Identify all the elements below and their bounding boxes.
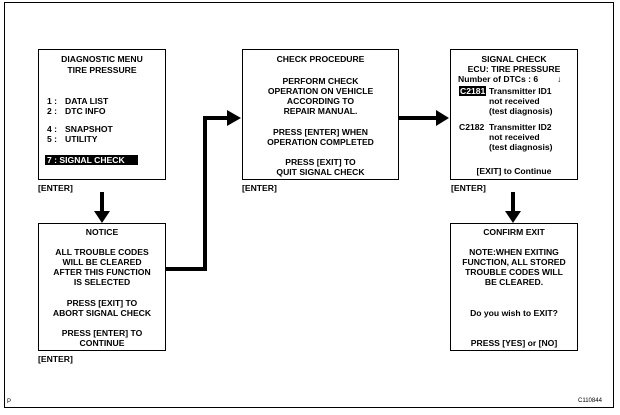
menu-item-num-1: 1 :: [47, 96, 58, 106]
signal-check-title: SIGNAL CHECK: [481, 54, 547, 64]
dtc-1-desc-2: not received: [489, 96, 540, 106]
menu-item-utility[interactable]: UTILITY: [65, 134, 98, 144]
enter-key-label-2: [ENTER]: [242, 183, 277, 193]
notice-line-7: PRESS [ENTER] TO: [61, 328, 143, 338]
signal-check-ecu: ECU: TIRE PRESSURE: [467, 64, 561, 74]
notice-line-1: ALL TROUBLE CODES: [55, 247, 149, 257]
arrow-notice-to-procedure: [166, 116, 228, 271]
menu-item-data-list[interactable]: DATA LIST: [65, 96, 109, 106]
confirm-exit-screen: [450, 223, 578, 351]
procedure-line-7: PRESS [EXIT] TO: [285, 157, 356, 167]
scroll-down-arrow-icon[interactable]: ↓: [557, 74, 562, 84]
menu-item-dtc-info[interactable]: DTC INFO: [65, 106, 106, 116]
menu-item-snapshot[interactable]: SNAPSHOT: [65, 124, 113, 134]
menu-item-num-2: 2 :: [47, 106, 58, 116]
procedure-title: CHECK PROCEDURE: [276, 54, 365, 64]
confirm-line-1: NOTE:WHEN EXITING: [469, 247, 559, 257]
dtc-2-desc-3: (test diagnosis): [489, 142, 553, 152]
dtc-1-desc-3: (test diagnosis): [489, 106, 553, 116]
procedure-line-1: PERFORM CHECK: [282, 76, 359, 86]
notice-line-2: WILL BE CLEARED: [62, 257, 142, 267]
menu-item-num-4: 4 :: [47, 124, 58, 134]
notice-line-5: PRESS [EXIT] TO: [66, 298, 138, 308]
dtc-count: Number of DTCs : 6: [458, 74, 539, 84]
enter-key-label-1: [ENTER]: [38, 183, 73, 193]
notice-line-3: AFTER THIS FUNCTION: [53, 267, 151, 277]
page-mark: P: [7, 399, 12, 405]
procedure-line-3: ACCORDING TO: [286, 96, 355, 106]
enter-key-label-3: [ENTER]: [451, 183, 486, 193]
dtc-1-desc-1: Transmitter ID1: [489, 86, 552, 96]
procedure-line-5: PRESS [ENTER] WHEN: [272, 127, 368, 137]
confirm-line-3: TROUBLE CODES WILL: [465, 267, 563, 277]
diagram-frame: [4, 2, 614, 408]
dtc-code-2[interactable]: C2182: [459, 122, 485, 132]
menu-title-1: DIAGNOSTIC MENU: [61, 54, 143, 64]
procedure-line-6: OPERATION COMPLETED: [267, 137, 374, 147]
menu-item-num-7: 7 :: [47, 155, 58, 165]
arrowhead-down-2: [505, 211, 521, 223]
yes-no-prompt[interactable]: PRESS [YES] or [NO]: [470, 338, 558, 348]
confirm-line-4: BE CLEARED.: [484, 277, 544, 287]
enter-key-label-4: [ENTER]: [38, 354, 73, 364]
check-procedure-screen: [242, 49, 399, 180]
procedure-line-2: OPERATION ON VEHICLE: [267, 86, 374, 96]
arrowhead-right-2: [436, 110, 449, 126]
menu-title-2: TIRE PRESSURE: [67, 65, 137, 75]
menu-item-signal-check: SIGNAL CHECK: [59, 155, 125, 165]
notice-line-6: ABORT SIGNAL CHECK: [52, 308, 152, 318]
notice-line-4: IS SELECTED: [73, 277, 131, 287]
dtc-2-desc-1: Transmitter ID2: [489, 122, 552, 132]
dtc-code-1-selected[interactable]: C2181: [459, 86, 487, 96]
confirm-line-2: FUNCTION, ALL STORED: [462, 257, 566, 267]
exit-question: Do you wish to EXIT?: [470, 308, 558, 318]
arrowhead-right-1: [227, 110, 241, 126]
notice-line-8: CONTINUE: [79, 338, 125, 348]
figure-id: C110844: [578, 398, 602, 404]
confirm-exit-title: CONFIRM EXIT: [483, 227, 545, 237]
arrowhead-down-1: [94, 211, 110, 223]
menu-item-signal-check-selected[interactable]: 7 : SIGNAL CHECK: [45, 155, 138, 165]
menu-item-num-5: 5 :: [47, 134, 58, 144]
notice-screen: [38, 223, 166, 351]
dtc-2-desc-2: not received: [489, 132, 540, 142]
notice-title: NOTICE: [85, 227, 119, 237]
procedure-line-4: REPAIR MANUAL.: [283, 106, 358, 116]
procedure-line-8: QUIT SIGNAL CHECK: [276, 167, 365, 177]
signal-check-screen: [450, 49, 578, 180]
exit-to-continue: [EXIT] to Continue: [476, 166, 552, 176]
